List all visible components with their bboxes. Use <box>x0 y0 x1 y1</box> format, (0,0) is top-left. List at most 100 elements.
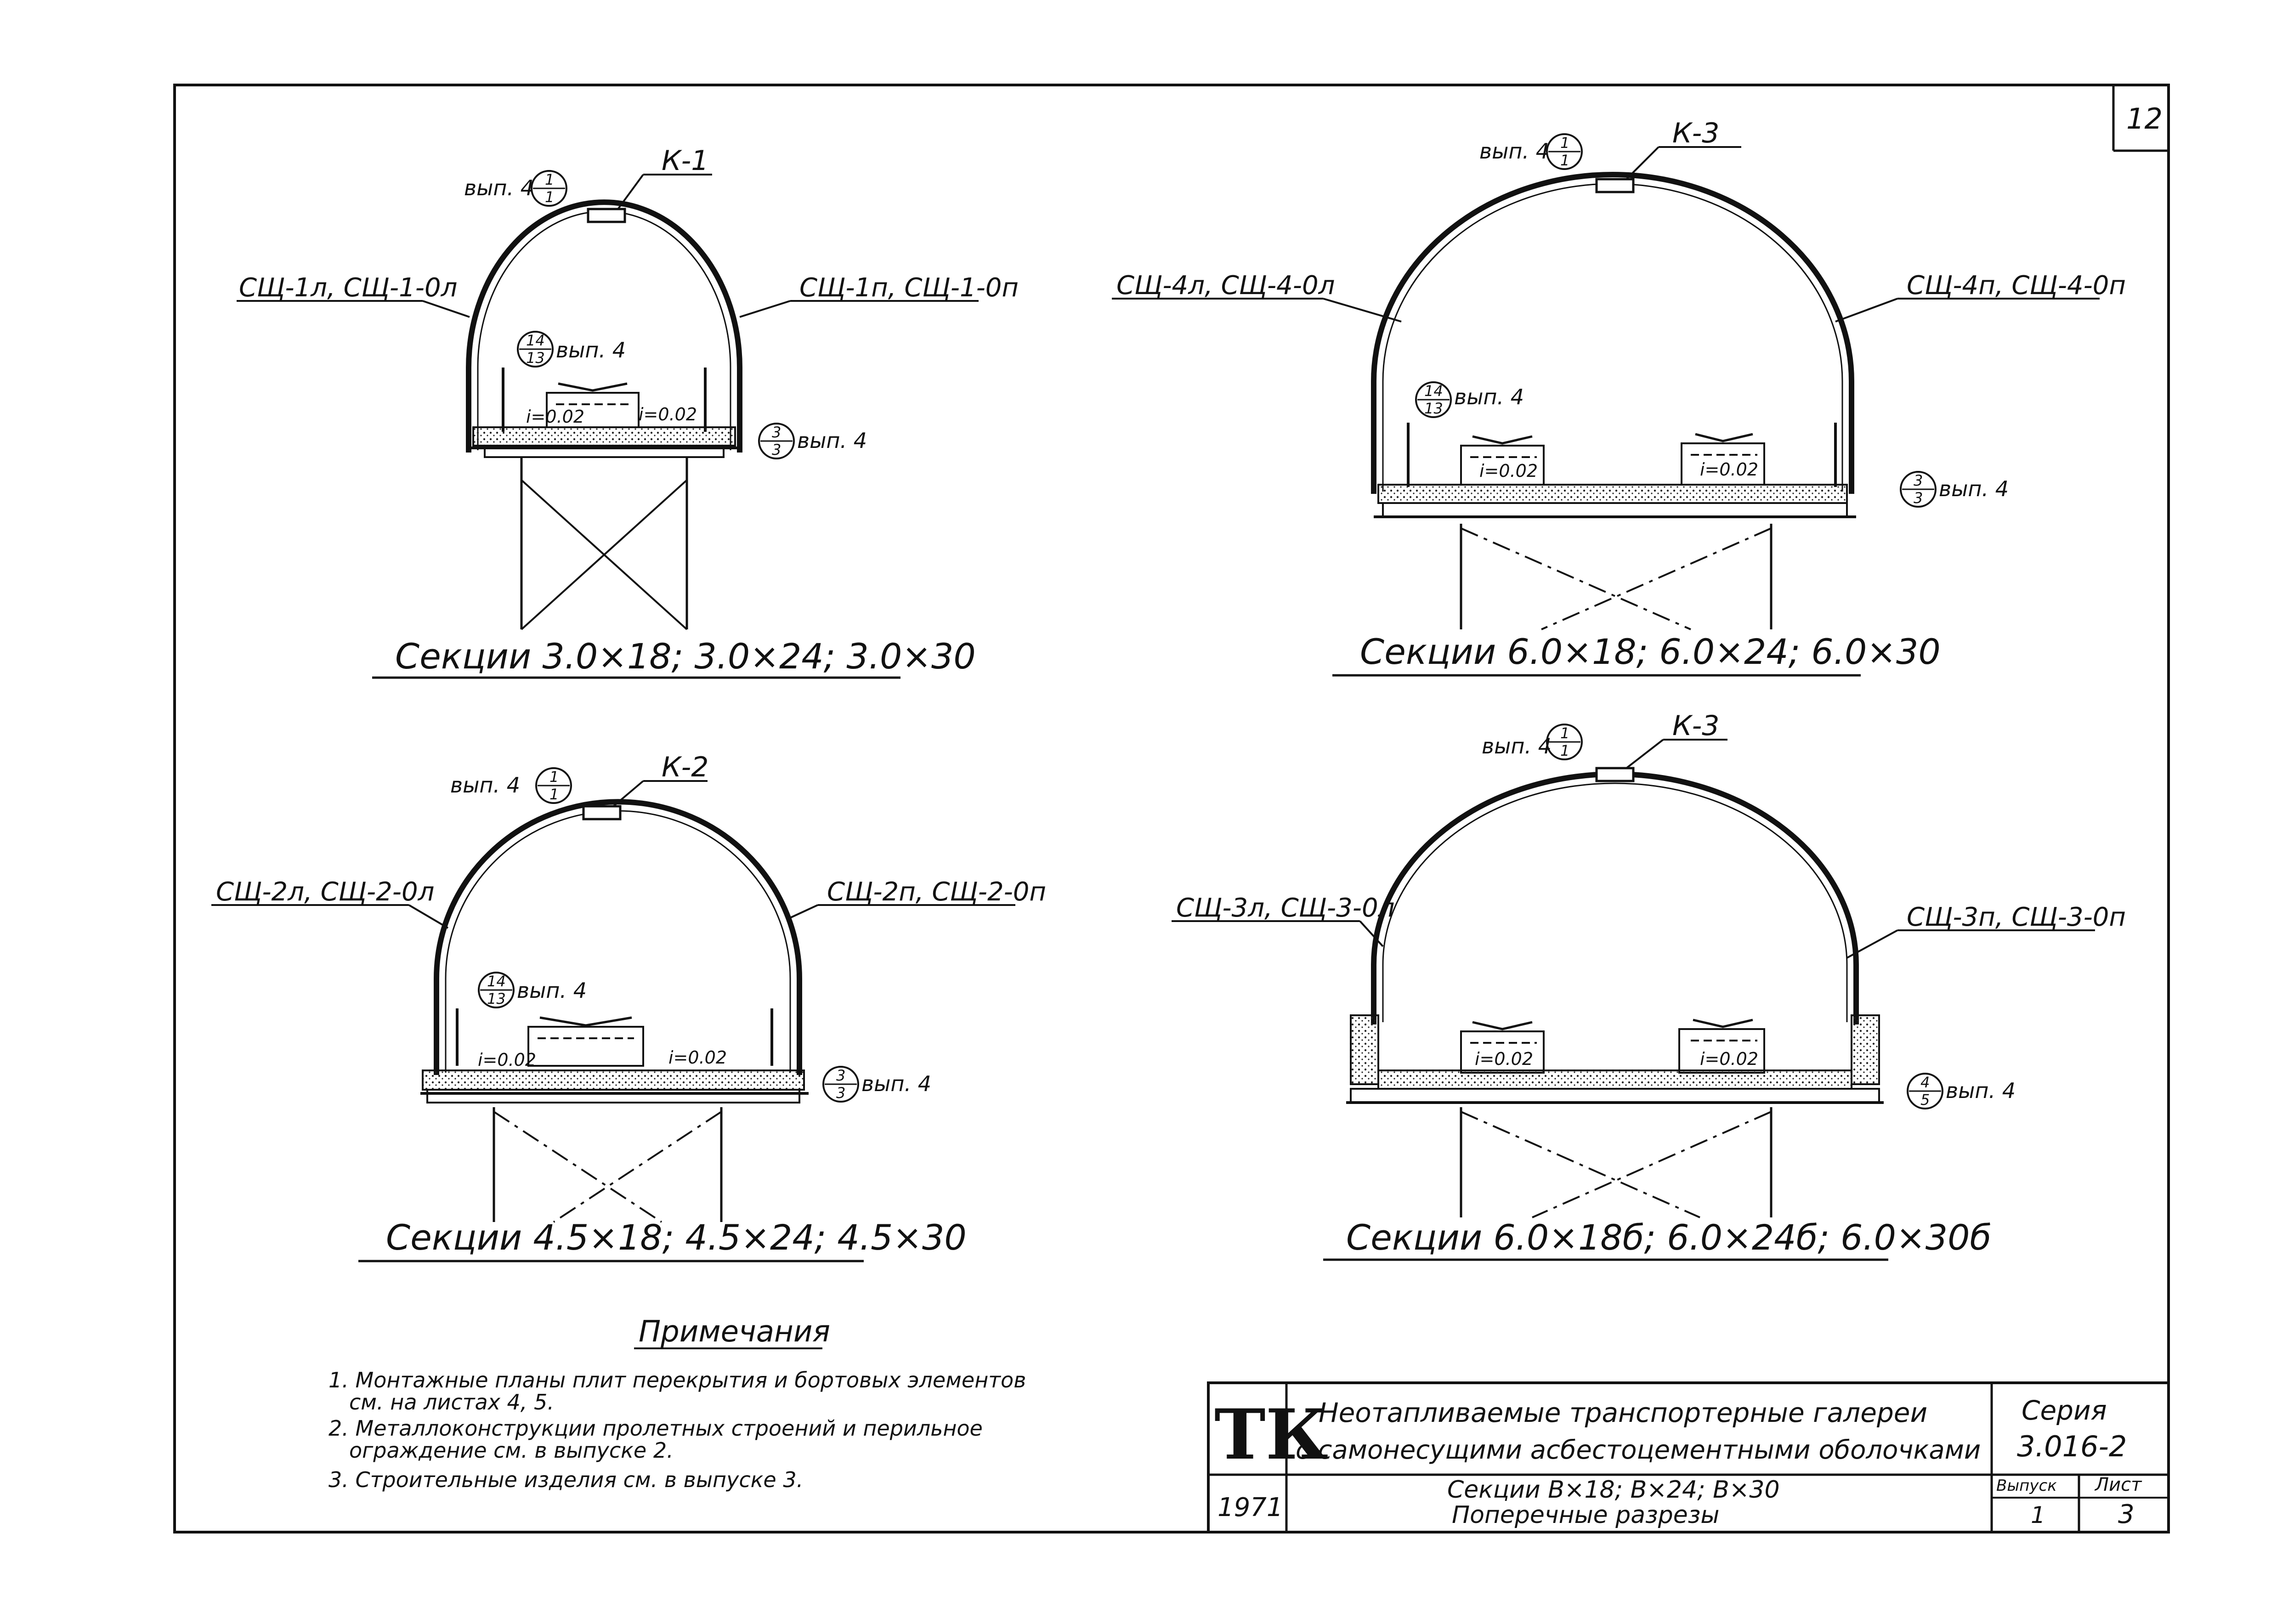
sheet-frame <box>173 84 2170 1533</box>
issue-value: 1 <box>2031 1502 2045 1528</box>
slope-right: i=0.02 <box>639 404 697 424</box>
support-brace <box>521 479 688 630</box>
shell-right-leader <box>1846 929 1898 959</box>
section-2: К-3 вып. 4 1 1 СЩ-4л, СЩ-4-0л СЩ-4п, СЩ-… <box>1112 117 2126 677</box>
shell-right-leader <box>739 300 791 318</box>
shell-right-leader <box>1835 298 1898 323</box>
sheet-corner-number: 12 <box>2126 102 2163 136</box>
ridge-label: К-3 <box>1672 710 1719 742</box>
inner-ref-label: вып. 4 <box>556 338 626 362</box>
inner-ref-den: 13 <box>487 990 506 1007</box>
side-wall-left <box>1350 1014 1379 1085</box>
shell-right-label: СЩ-1п, СЩ-1-0п <box>799 273 1019 303</box>
ridge-ref-bubble <box>535 767 572 804</box>
inner-ref-label: вып. 4 <box>1454 385 1524 409</box>
inner-ref-num: 14 <box>1424 382 1443 400</box>
shell-right-label: СЩ-3п, СЩ-3-0п <box>1907 902 2126 932</box>
note-line: 2. Металлоконструкции пролетных строений… <box>328 1416 983 1441</box>
conveyor-belt-right <box>1693 1019 1753 1028</box>
ridge-ref-num: 1 <box>545 171 554 188</box>
side-ref-bubble <box>1907 1073 1943 1109</box>
section-1: К-1 вып. 4 1 1 СЩ-1л, СЩ-1-0л СЩ-1п, СЩ-… <box>237 145 1019 679</box>
shell-arch-inner <box>445 810 791 1073</box>
sheet-value: 3 <box>2118 1500 2135 1529</box>
inner-ref-num: 14 <box>526 332 545 349</box>
slope-right: i=0.02 <box>668 1047 727 1068</box>
title-line-1: Неотапливаемые транспортерные галереи <box>1319 1397 1927 1428</box>
side-ref-label: вып. 4 <box>1939 476 2009 501</box>
ridge-ref-num: 1 <box>1560 724 1569 742</box>
inner-ref-num: 14 <box>487 973 506 990</box>
inner-ref-den: 13 <box>526 349 545 367</box>
ridge-ref-num: 1 <box>1560 134 1569 152</box>
side-ref-label: вып. 4 <box>1946 1078 2016 1103</box>
title-block-frame <box>1207 1381 2170 1533</box>
floor-beam <box>426 1089 800 1103</box>
ridge-plate <box>582 805 622 820</box>
side-ref-bubble <box>822 1066 859 1103</box>
note-line: 1. Монтажные планы плит перекрытия и бор… <box>328 1368 1026 1392</box>
ridge-ref-num: 1 <box>549 768 559 786</box>
ridge-label: К-2 <box>662 751 708 783</box>
ridge-ref-label: вып. 4 <box>464 175 534 200</box>
ridge-plate <box>587 208 626 223</box>
logo: ТК <box>1214 1394 1328 1475</box>
shell-arch-inner <box>1382 782 1848 1022</box>
subtitle-line-2: Поперечные разрезы <box>1452 1501 1719 1529</box>
side-ref-num: 4 <box>1920 1074 1930 1091</box>
side-ref-num: 3 <box>772 424 781 441</box>
side-ref-num: 3 <box>1914 472 1923 489</box>
conveyor-belt-left <box>1472 1021 1533 1030</box>
ridge-ref-bubble <box>1546 724 1583 760</box>
support-brace <box>1532 1111 1772 1218</box>
ridge-ref-den: 1 <box>1560 152 1569 169</box>
section-caption: Секции 6.0×18; 6.0×24; 6.0×30 <box>1360 631 1941 672</box>
year: 1971 <box>1218 1493 1283 1522</box>
side-ref-num: 3 <box>836 1067 845 1084</box>
shell-left-leader <box>1359 920 1384 947</box>
title-block: ТК 1971 Неотапливаемые транспортерные га… <box>1207 1381 2170 1533</box>
slope-left: i=0.02 <box>1479 461 1538 481</box>
conveyor-belt <box>539 1016 632 1027</box>
side-ref-bubble <box>758 423 795 459</box>
side-wall-right <box>1851 1014 1880 1085</box>
support-brace <box>553 1111 722 1223</box>
shell-left-leader <box>422 300 470 318</box>
slope-left: i=0.02 <box>478 1050 536 1070</box>
ridge-leader <box>617 174 644 210</box>
shell-right-leader <box>787 904 818 920</box>
ridge-ref-den: 1 <box>1560 742 1569 759</box>
inner-ref-label: вып. 4 <box>517 978 587 1003</box>
floor-slab <box>1377 1069 1852 1090</box>
ridge-leader <box>612 780 644 807</box>
shell-left-leader <box>408 904 449 929</box>
series-value: 3.016-2 <box>2017 1430 2127 1463</box>
floor-slab <box>422 1069 805 1091</box>
ridge-ref-den: 1 <box>549 786 559 803</box>
section-4: К-3 вып. 4 1 1 СЩ-3л, СЩ-3-0л СЩ-3п, СЩ-… <box>1172 710 2126 1261</box>
ridge-ref-den: 1 <box>545 188 554 206</box>
side-ref-den: 3 <box>1914 489 1923 507</box>
section-caption: Секции 3.0×18; 3.0×24; 3.0×30 <box>395 636 976 677</box>
note-line: ограждение см. в выпуске 2. <box>349 1438 674 1463</box>
shell-left-label: СЩ-2л, СЩ-2-0л <box>216 877 434 907</box>
slope-right: i=0.02 <box>1700 1049 1758 1069</box>
issue-label: Выпуск <box>1996 1477 2057 1495</box>
shell-left-label: СЩ-1л, СЩ-1-0л <box>239 273 457 303</box>
note-line: 3. Строительные изделия см. в выпуске 3. <box>328 1467 803 1492</box>
ridge-leader <box>1625 739 1664 769</box>
side-ref-den: 5 <box>1920 1091 1930 1109</box>
shell-arch <box>434 799 802 1075</box>
ridge-leader <box>1625 146 1659 180</box>
section-3: К-2 вып. 4 1 1 СЩ-2л, СЩ-2-0л СЩ-2п, СЩ-… <box>211 751 1046 1262</box>
side-ref-bubble <box>1900 471 1937 508</box>
side-ref-label: вып. 4 <box>797 428 867 453</box>
ridge-ref-label: вып. 4 <box>1479 139 1549 164</box>
note-line: см. на листах 4, 5. <box>349 1390 554 1415</box>
support-brace <box>1461 1111 1700 1218</box>
slope-left: i=0.02 <box>1475 1049 1533 1069</box>
conveyor-belt-left <box>1472 435 1533 445</box>
shell-left-leader <box>1323 298 1402 323</box>
support-brace <box>1541 527 1772 630</box>
